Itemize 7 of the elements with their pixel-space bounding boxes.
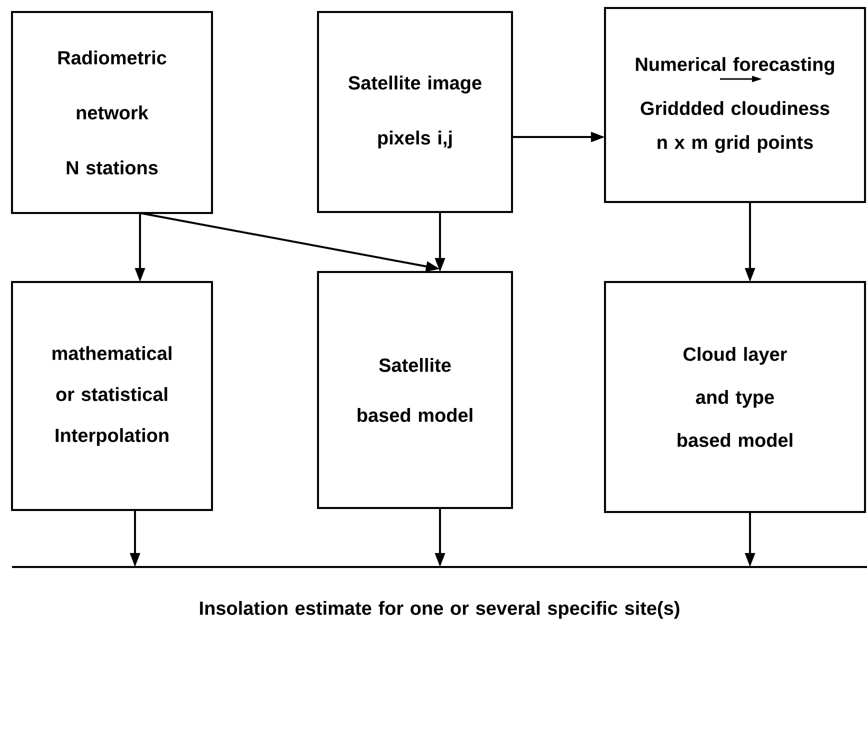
process-box: Numerical forecasting Griddded cloudiness n x m grid points xyxy=(604,7,866,203)
result-text: Insolation estimate for one or several specific site(s) xyxy=(12,566,867,619)
process-box: Satellite based model xyxy=(317,271,513,509)
process-box: mathematical or statistical Interpolation xyxy=(11,281,213,511)
process-box: Radiometric network N stations xyxy=(11,11,213,214)
process-box: Cloud layer and type based model xyxy=(604,281,866,513)
process-box: Satellite image pixels i,j xyxy=(317,11,513,213)
